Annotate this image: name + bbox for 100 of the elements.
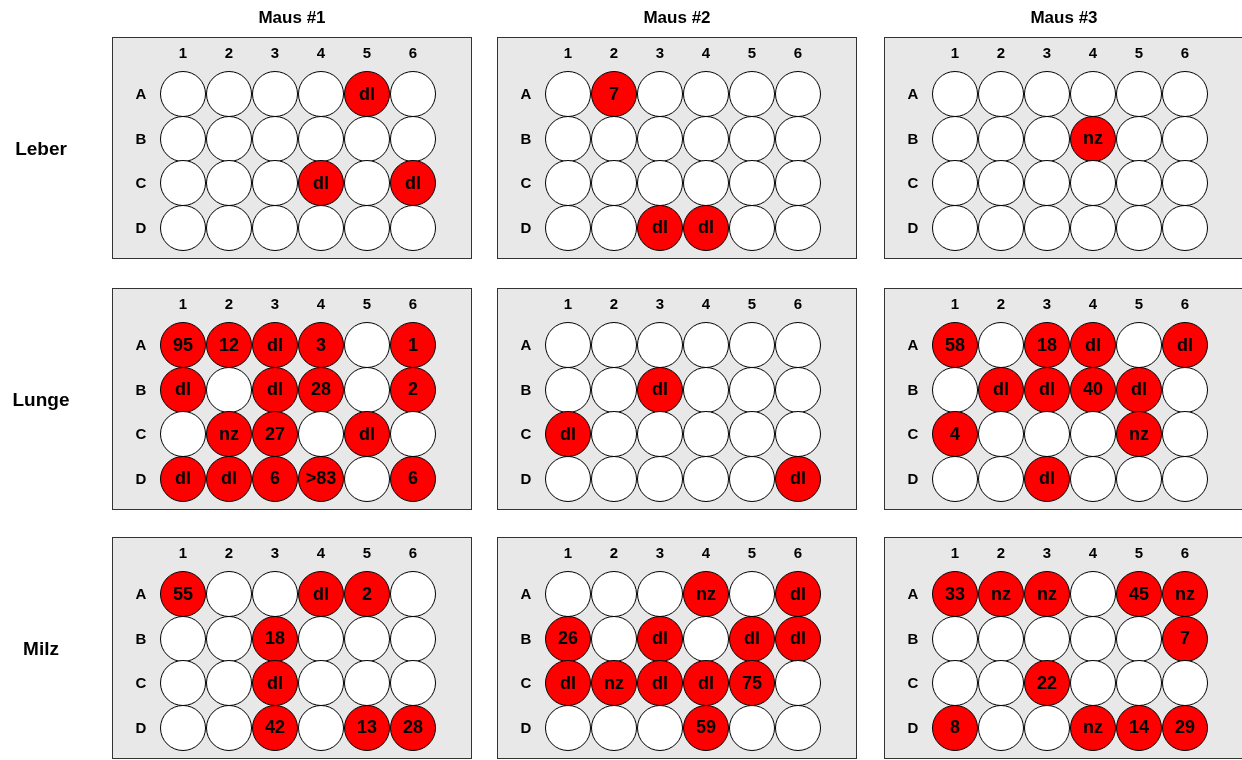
marked-well: 55 (160, 571, 206, 617)
row-letter: C (135, 172, 147, 193)
column-number: 2 (224, 42, 234, 63)
plate-panel (112, 537, 472, 759)
marked-well: dl (160, 366, 206, 413)
marked-well: dl (206, 455, 252, 502)
row-letter: D (135, 717, 147, 738)
marked-well: dl (683, 660, 729, 706)
column-number: 2 (996, 42, 1006, 63)
plate-panel (884, 37, 1242, 259)
column-number: 6 (793, 42, 803, 63)
column-number: 6 (408, 42, 418, 63)
marked-well: 6 (390, 455, 436, 502)
row-letter: B (520, 128, 532, 149)
marked-well: dl (729, 615, 775, 662)
column-number: 4 (701, 542, 711, 563)
row-letter: B (520, 628, 532, 649)
marked-well: 18 (252, 615, 298, 662)
marked-well: 8 (932, 704, 978, 751)
row-letter: A (135, 583, 147, 604)
plate-panel (884, 288, 1242, 510)
row-letter: A (520, 583, 532, 604)
plate-panel (497, 37, 857, 259)
row-heading: Leber (15, 136, 67, 161)
plate-panel (112, 37, 472, 259)
column-number: 3 (270, 542, 280, 563)
row-letter: A (907, 83, 919, 104)
column-number: 2 (996, 293, 1006, 314)
marked-well: 18 (1024, 322, 1070, 368)
column-number: 4 (316, 542, 326, 563)
marked-well: dl (545, 411, 591, 457)
column-number: 5 (747, 542, 757, 563)
column-number: 4 (701, 42, 711, 63)
column-number: 5 (1134, 293, 1144, 314)
column-number: 4 (1088, 42, 1098, 63)
marked-well: dl (344, 71, 390, 117)
marked-well: 22 (1024, 660, 1070, 706)
marked-well: nz (683, 571, 729, 617)
column-number: 1 (178, 542, 188, 563)
column-number: 5 (362, 293, 372, 314)
marked-well: dl (298, 160, 344, 206)
column-number: 3 (655, 542, 665, 563)
marked-well: 58 (932, 322, 978, 368)
marked-well: >83 (298, 455, 344, 502)
marked-well: dl (252, 660, 298, 706)
column-number: 5 (362, 542, 372, 563)
row-letter: D (520, 717, 532, 738)
marked-well: dl (344, 411, 390, 457)
column-number: 4 (1088, 293, 1098, 314)
row-letter: D (135, 468, 147, 489)
row-letter: A (907, 334, 919, 355)
row-letter: D (907, 468, 919, 489)
marked-well: dl (775, 571, 821, 617)
marked-well: 4 (932, 411, 978, 457)
column-number: 1 (178, 293, 188, 314)
column-number: 3 (655, 293, 665, 314)
marked-well: dl (1024, 366, 1070, 413)
marked-well: dl (637, 204, 683, 251)
marked-well: dl (683, 204, 729, 251)
marked-well: 45 (1116, 571, 1162, 617)
plate-panel (112, 288, 472, 510)
marked-well: dl (298, 571, 344, 617)
marked-well: 33 (932, 571, 978, 617)
marked-well: dl (775, 455, 821, 502)
column-number: 4 (1088, 542, 1098, 563)
marked-well: 2 (390, 366, 436, 413)
marked-well: 95 (160, 322, 206, 368)
column-number: 6 (1180, 42, 1190, 63)
column-number: 2 (609, 293, 619, 314)
column-number: 3 (1042, 42, 1052, 63)
marked-well: 7 (591, 71, 637, 117)
column-heading: Maus #3 (1030, 7, 1098, 29)
marked-well: dl (160, 455, 206, 502)
row-letter: D (907, 717, 919, 738)
marked-well: dl (252, 366, 298, 413)
column-number: 4 (316, 42, 326, 63)
row-letter: C (520, 172, 532, 193)
column-number: 3 (270, 42, 280, 63)
marked-well: 28 (298, 366, 344, 413)
column-number: 6 (408, 293, 418, 314)
plate-panel (497, 288, 857, 510)
marked-well: 42 (252, 704, 298, 751)
column-number: 5 (747, 293, 757, 314)
row-letter: B (907, 379, 919, 400)
column-number: 5 (747, 42, 757, 63)
marked-well: nz (1070, 115, 1116, 162)
marked-well: 12 (206, 322, 252, 368)
column-number: 6 (1180, 542, 1190, 563)
row-letter: B (520, 379, 532, 400)
row-letter: D (135, 217, 147, 238)
row-letter: B (135, 628, 147, 649)
marked-well: dl (637, 366, 683, 413)
column-number: 5 (1134, 42, 1144, 63)
row-letter: B (907, 128, 919, 149)
marked-well: 6 (252, 455, 298, 502)
marked-well: 2 (344, 571, 390, 617)
column-number: 3 (1042, 542, 1052, 563)
marked-well: dl (637, 660, 683, 706)
column-number: 1 (178, 42, 188, 63)
marked-well: 75 (729, 660, 775, 706)
